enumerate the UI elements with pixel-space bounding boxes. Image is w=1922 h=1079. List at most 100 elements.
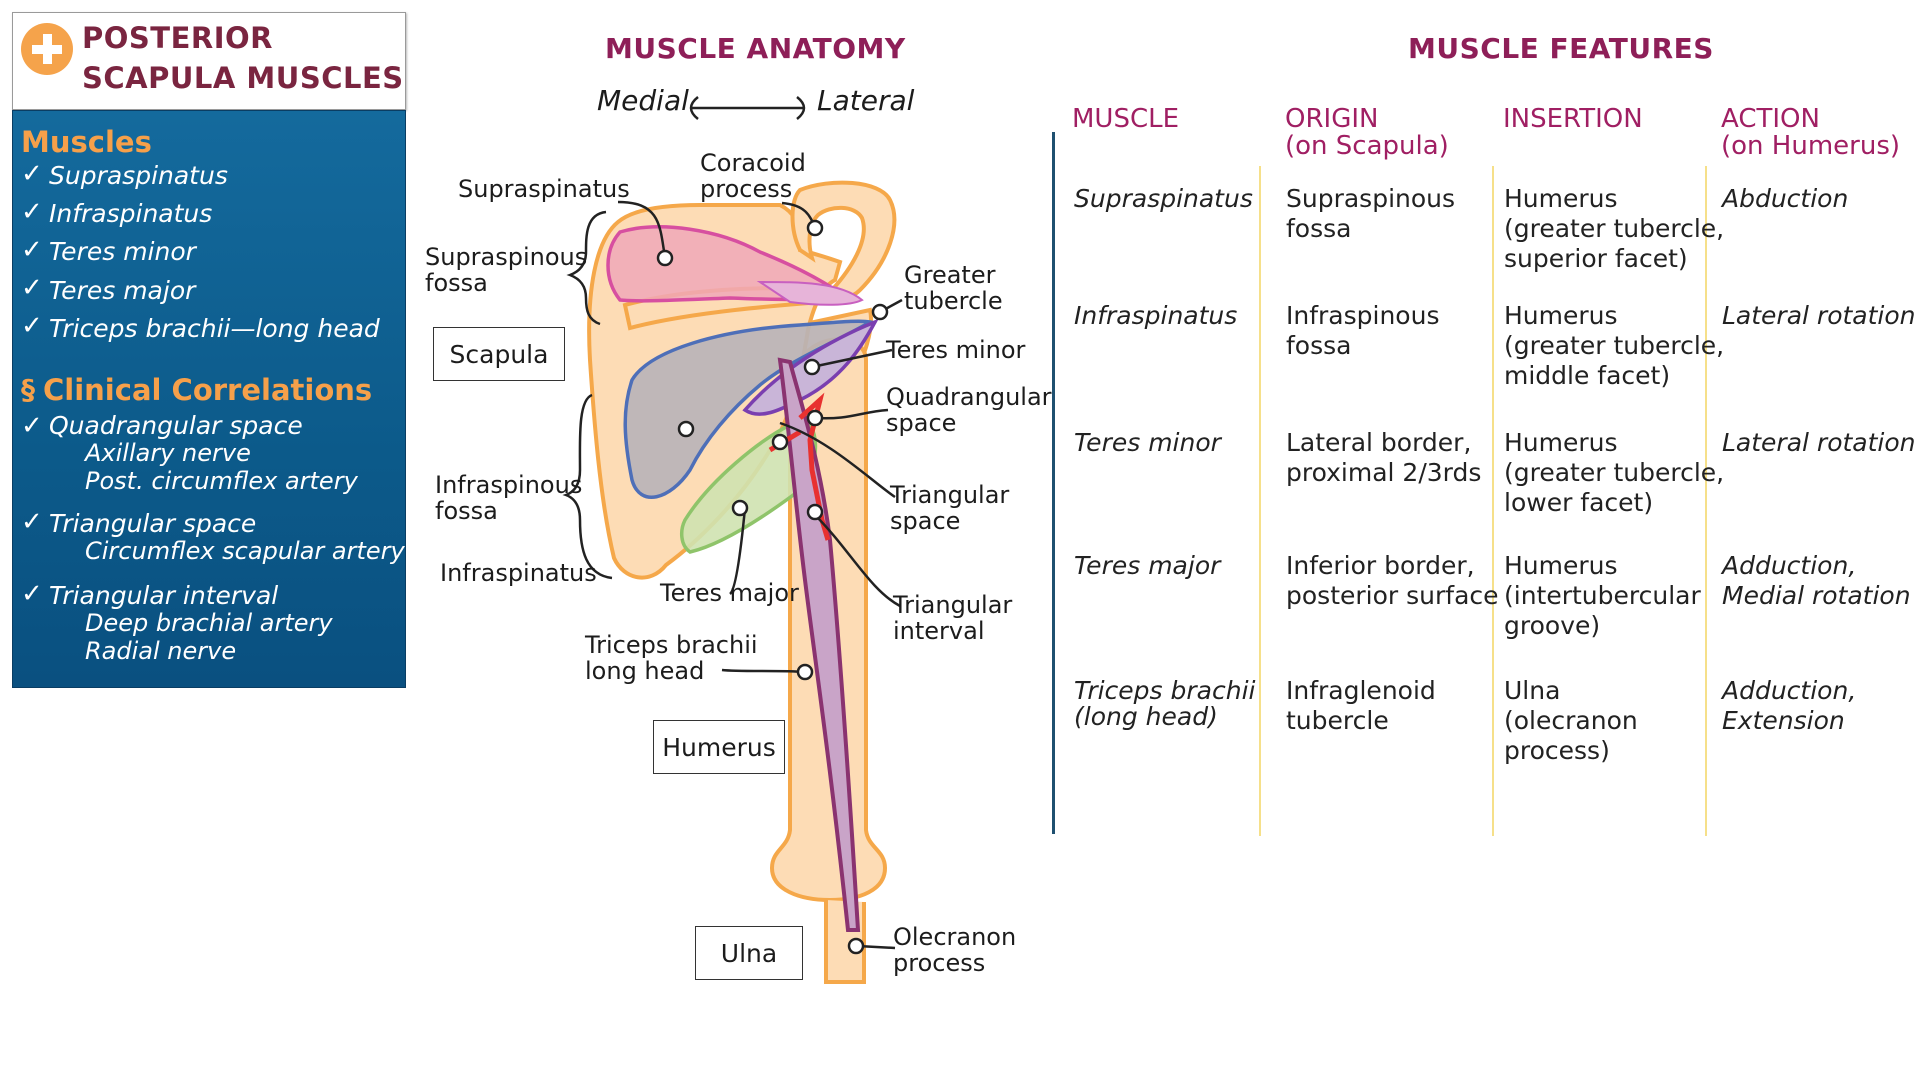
- check-icon: ✓: [21, 311, 43, 341]
- table-left-border: [1052, 132, 1055, 834]
- row5-action-2: Extension: [1722, 706, 1845, 735]
- label-supraspinous-fossa-1: Supraspinous: [425, 243, 588, 271]
- infraspinatus-muscle: [623, 319, 875, 499]
- panel-muscle-item: Supraspinatus: [49, 161, 228, 190]
- clinical-subitem: Post. circumflex artery: [85, 467, 358, 495]
- label-teres-major: Teres major: [660, 579, 799, 607]
- label-olecranon-2: process: [893, 949, 986, 977]
- check-icon: ✓: [21, 197, 43, 227]
- label-infraspinous-fossa-1: Infraspinous: [435, 471, 583, 499]
- row5-origin-2: tubercle: [1286, 706, 1389, 735]
- row3-origin-2: proximal 2/3rds: [1286, 458, 1482, 487]
- row3-action: Lateral rotation: [1722, 428, 1916, 457]
- row4-origin-2: posterior surface: [1286, 581, 1499, 610]
- muscles-heading: Muscles: [21, 125, 152, 159]
- row1-origin-2: fossa: [1286, 214, 1352, 243]
- label-triceps-1: Triceps brachii: [585, 631, 758, 659]
- check-icon: ✓: [21, 273, 43, 303]
- features-heading: MUSCLE FEATURES: [1408, 32, 1714, 65]
- row5-muscle-1: Triceps brachii: [1074, 676, 1256, 705]
- triceps-muscle: [777, 357, 861, 932]
- panel-muscle-item: Triceps brachii—long head: [49, 314, 380, 343]
- humerus-box: Humerus: [653, 720, 785, 774]
- row4-insertion-2: (intertubercular: [1504, 581, 1701, 610]
- row4-muscle: Teres major: [1074, 551, 1221, 580]
- row1-insertion-1: Humerus: [1504, 184, 1618, 213]
- row2-insertion-3: middle facet): [1504, 361, 1671, 390]
- label-quadrangular-space-1: Quadrangular: [886, 383, 1052, 411]
- col-head-origin-sub: (on Scapula): [1285, 131, 1449, 161]
- row2-action: Lateral rotation: [1722, 301, 1916, 330]
- row1-muscle: Supraspinatus: [1074, 184, 1253, 213]
- row2-origin-1: Infraspinous: [1286, 301, 1440, 330]
- clinical-subitem: Deep brachial artery: [85, 609, 333, 637]
- clinical-item: Quadrangular space: [49, 411, 303, 440]
- col-head-origin: ORIGIN: [1285, 104, 1379, 134]
- label-infraspinatus: Infraspinatus: [440, 559, 597, 587]
- row1-action: Abduction: [1722, 184, 1849, 213]
- row5-insertion-2: (olecranon: [1504, 706, 1638, 735]
- row2-insertion-2: (greater tubercle,: [1504, 331, 1725, 360]
- clinical-heading: Clinical Correlations: [43, 373, 373, 407]
- row3-insertion-2: (greater tubercle,: [1504, 458, 1725, 487]
- label-infraspinous-fossa-2: fossa: [435, 497, 498, 525]
- row4-action-2: Medial rotation: [1722, 581, 1911, 610]
- label-triangular-space-1: Triangular: [890, 481, 1010, 509]
- label-coracoid-1: Coracoid: [700, 149, 806, 177]
- column-divider: [1492, 166, 1494, 836]
- marker-circles: [656, 219, 889, 955]
- row4-origin-1: Inferior border,: [1286, 551, 1475, 580]
- row5-origin-1: Infraglenoid: [1286, 676, 1436, 705]
- row4-insertion-1: Humerus: [1504, 551, 1618, 580]
- ulna-box: Ulna: [695, 926, 803, 980]
- title-line-2: SCAPULA MUSCLES: [82, 61, 404, 95]
- col-head-action: ACTION: [1721, 104, 1820, 134]
- row5-action-1: Adduction,: [1722, 676, 1857, 705]
- label-quadrangular-space-2: space: [886, 409, 957, 437]
- label-supraspinous-fossa-2: fossa: [425, 269, 488, 297]
- label-triceps-2: long head: [585, 657, 705, 685]
- panel-muscle-item: Teres major: [49, 276, 196, 305]
- row5-muscle-2: (long head): [1074, 702, 1218, 731]
- leader-lines: [562, 200, 903, 950]
- row1-origin-1: Supraspinous: [1286, 184, 1456, 213]
- check-icon: ✓: [21, 507, 43, 537]
- label-triangular-interval-2: interval: [893, 617, 985, 645]
- row3-insertion-1: Humerus: [1504, 428, 1618, 457]
- column-divider: [1259, 166, 1261, 836]
- lateral-label: Lateral: [817, 84, 915, 117]
- label-coracoid-2: process: [700, 175, 793, 203]
- row5-insertion-1: Ulna: [1504, 676, 1561, 705]
- summary-panel: Muscles ✓ Supraspinatus ✓ Infraspinatus …: [12, 110, 406, 688]
- label-olecranon-1: Olecranon: [893, 923, 1017, 951]
- column-divider: [1705, 166, 1707, 836]
- clinical-item: Triangular space: [49, 509, 257, 538]
- check-icon: ✓: [21, 235, 43, 265]
- row3-origin-1: Lateral border,: [1286, 428, 1472, 457]
- row3-insertion-3: lower facet): [1504, 488, 1654, 517]
- plus-icon: [21, 23, 73, 75]
- title-line-1: POSTERIOR: [82, 21, 273, 55]
- anatomy-heading: MUSCLE ANATOMY: [605, 32, 906, 65]
- row1-insertion-3: superior facet): [1504, 244, 1688, 273]
- label-triangular-space-2: space: [890, 507, 961, 535]
- title-card: POSTERIOR SCAPULA MUSCLES: [12, 12, 406, 110]
- check-icon: ✓: [21, 579, 43, 609]
- check-icon: ✓: [21, 411, 43, 441]
- row4-action-1: Adduction,: [1722, 551, 1857, 580]
- row2-insertion-1: Humerus: [1504, 301, 1618, 330]
- clinical-subitem: Axillary nerve: [85, 439, 251, 467]
- row5-insertion-3: process): [1504, 736, 1610, 765]
- scroll-icon: §: [21, 373, 35, 406]
- supraspinatus-tendon: [756, 280, 864, 306]
- scapula-box: Scapula: [433, 327, 565, 381]
- label-supraspinatus: Supraspinatus: [458, 175, 630, 203]
- clinical-subitem: Circumflex scapular artery: [85, 537, 405, 565]
- label-greater-tubercle-1: Greater: [904, 261, 996, 289]
- label-triangular-interval-1: Triangular: [893, 591, 1013, 619]
- label-teres-minor: Teres minor: [886, 336, 1026, 364]
- panel-muscle-item: Teres minor: [49, 237, 196, 266]
- row4-insertion-3: groove): [1504, 611, 1601, 640]
- row2-muscle: Infraspinatus: [1074, 301, 1238, 330]
